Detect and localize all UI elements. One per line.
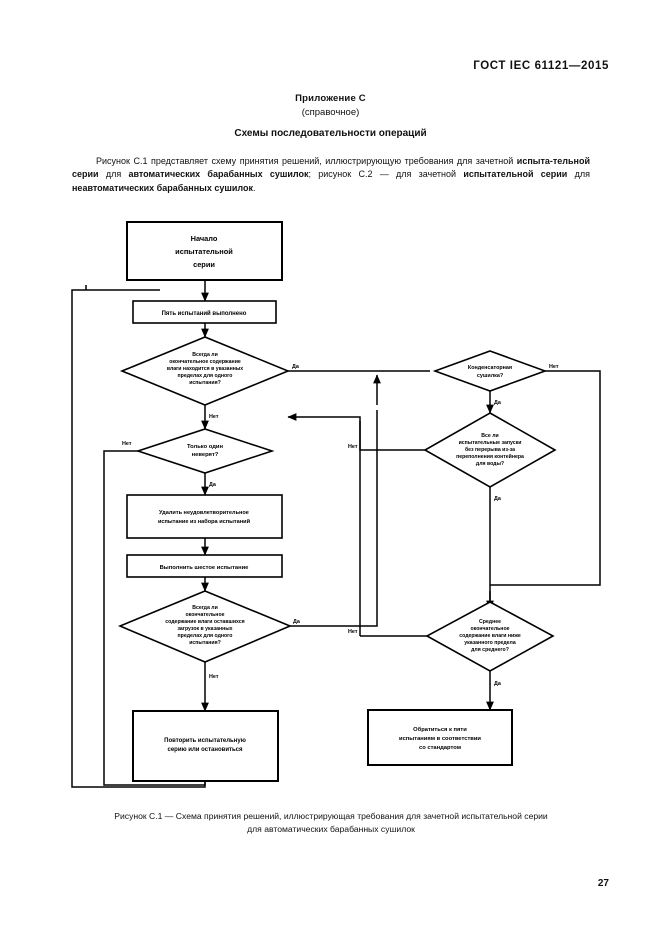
node-run-sixth-test: Выполнить шестое испытание: [126, 554, 283, 578]
intro-bold-3: автоматических барабанных сушилок: [128, 169, 309, 180]
node-start-line-1: Начало: [191, 234, 218, 243]
annex-heading-block: Приложение С (справочное): [0, 93, 661, 118]
page-number: 27: [597, 878, 609, 889]
node-moisture-line-1: Всегда ли: [192, 352, 218, 358]
node-water-line-5: для воды?: [476, 461, 504, 467]
node-start-line-2: испытательной: [175, 247, 233, 256]
node-refer-line-2: испытаниям в соответствии: [399, 736, 481, 742]
node-water-line-3: без перерыва из-за: [465, 446, 515, 453]
edge-label-condenser-yes: Да: [494, 400, 502, 406]
node-start-line-3: серии: [193, 260, 215, 269]
intro-text-1: Рисунок С.1 представляет схему принятия …: [96, 156, 517, 166]
node-remaining-line-6: испытания?: [189, 640, 221, 646]
node-five-tests-done: Пять испытаний выполнено: [132, 300, 277, 324]
edge-return-loop: [71, 289, 206, 788]
figure-caption: Рисунок С.1 — Схема принятия решений, ил…: [56, 810, 606, 836]
node-water-line-1: Все ли: [481, 433, 498, 439]
figure-caption-line-1: Рисунок С.1 — Схема принятия решений, ил…: [114, 811, 548, 821]
node-only-one-invalid: Только один неверят?: [135, 428, 275, 474]
edge-label-remaining-yes: Да: [293, 619, 301, 625]
node-mean-line-4: указанного предела: [464, 640, 516, 646]
node-start: Начало испытательной серии: [126, 221, 283, 281]
node-repeat-line-2: серию или остановиться: [167, 747, 243, 753]
node-condenser-dryer: Конденсаторная сушилка?: [432, 350, 548, 392]
node-remaining-line-5: пределах для одного: [178, 633, 233, 639]
node-remaining-within-limits: Всегда ли окончательное содержание влаги…: [117, 590, 293, 663]
edge-label-only-one-no: Нет: [122, 441, 132, 447]
annex-subtitle: (справочное): [301, 107, 360, 118]
node-remove-line-1: Удалить неудовлетворительное: [159, 510, 249, 516]
node-only-one-line-1: Только один: [187, 444, 224, 450]
edge-label-water-no: Нет: [348, 444, 358, 450]
edge-label-condenser-no: Нет: [549, 364, 559, 370]
edge-remaining-yes-up: [290, 410, 378, 627]
edge-condenser-no-right: [490, 370, 601, 586]
node-remaining-line-2: окончательное: [186, 612, 225, 618]
node-moisture-line-2: окончательное содержание: [169, 359, 241, 365]
section-title: Схемы последовательности операций: [234, 128, 427, 139]
node-repeat-line-1: Повторить испытательную: [164, 738, 246, 744]
intro-bold-5: неавтоматических барабанных сушилок: [72, 182, 254, 193]
node-mean-line-1: Среднее: [479, 619, 501, 625]
node-refer-line-1: Обратиться к пяти: [413, 726, 467, 733]
edge-label-mean-no: Нет: [348, 629, 358, 635]
node-sixth-label: Выполнить шестое испытание: [160, 565, 250, 571]
node-moisture-line-3: влаги находится в указанных: [167, 366, 243, 372]
edge-only-one-no-left-bus: [103, 450, 205, 786]
node-moisture-line-4: пределах для одного: [178, 373, 233, 379]
flowchart-figure: Начало испытательной серии Пять испытани…: [0, 205, 661, 800]
node-condenser-line-1: Конденсаторная: [468, 365, 512, 371]
node-moisture-line-5: испытания?: [189, 380, 221, 386]
intro-bold-4: испытательной серии: [463, 169, 568, 180]
node-only-one-line-2: неверят?: [192, 452, 219, 458]
node-remove-line-2: испытание из набора испытаний: [158, 518, 251, 525]
node-refer-line-3: со стандартом: [419, 745, 461, 751]
node-five-tests-label: Пять испытаний выполнено: [162, 310, 247, 317]
intro-bold-2: тельной серии: [72, 156, 590, 180]
node-moisture-within-limits: Всегда ли окончательное содержание влаги…: [119, 336, 291, 406]
intro-text-3: ; рисунок С.2 — для зачетной: [308, 169, 464, 180]
edge-water-no-left: [290, 416, 435, 451]
annex-title: Приложение С: [295, 93, 366, 104]
intro-paragraph: Рисунок С.1 представляет схему принятия …: [72, 155, 590, 195]
node-remaining-line-4: загрузок в указанных: [177, 626, 232, 632]
node-water-line-2: испытательные запуски: [459, 440, 522, 446]
node-mean-line-5: для среднего?: [471, 647, 509, 653]
intro-bold-1: испыта-: [516, 156, 553, 166]
intro-text-4: для: [574, 169, 590, 180]
node-water-line-4: переполнения контейнера: [456, 453, 524, 460]
edge-label-moisture-no: Нет: [209, 414, 219, 420]
edge-label-water-yes: Да: [494, 496, 502, 502]
intro-text-2: для: [98, 169, 129, 180]
node-repeat-or-stop: Повторить испытательную серию или остано…: [132, 710, 279, 782]
edge-label-only-one-yes: Да: [209, 482, 217, 488]
node-condenser-line-2: сушилка?: [477, 373, 503, 379]
edge-label-mean-yes: Да: [494, 681, 502, 687]
edge-label-moisture-yes: Да: [292, 364, 300, 370]
node-refer-five-tests: Обратиться к пяти испытаниям в соответст…: [367, 709, 513, 766]
edge-label-remaining-no: Нет: [209, 674, 219, 680]
figure-caption-line-2: для автоматических барабанных сушилок: [247, 824, 415, 834]
node-mean-line-2: окончательное: [471, 626, 510, 632]
node-mean-line-3: содержание влаги ниже: [459, 633, 521, 639]
intro-text-5: .: [253, 182, 256, 193]
node-remaining-line-3: содержание влаги оставшихся: [165, 619, 244, 625]
node-remove-test: Удалить неудовлетворительное испытание и…: [126, 494, 283, 539]
node-remaining-line-1: Всегда ли: [192, 605, 218, 611]
running-head: ГОСТ IEC 61121—2015: [473, 60, 609, 72]
node-no-interrupt-water: Все ли испытательные запуски без перерыв…: [423, 412, 557, 488]
node-mean-below-limit: Среднее окончательное содержание влаги н…: [425, 601, 555, 672]
